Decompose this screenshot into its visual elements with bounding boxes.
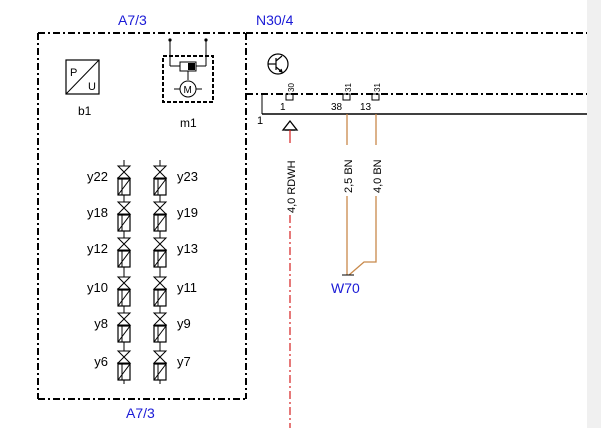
valve-label-left: y8: [94, 316, 108, 331]
valve-label-right: y23: [177, 169, 198, 184]
wire-label-red: 4,0 RDWH: [286, 160, 298, 213]
pin-number-1: 1: [280, 102, 286, 113]
pin-terminal-30: [285, 93, 294, 101]
valve-label-right: y7: [177, 354, 191, 369]
valve-label-left: y10: [87, 280, 108, 295]
valve-label-right: y13: [177, 241, 198, 256]
component-label-b1: b1: [78, 104, 92, 118]
solenoid-valve-right-4: [152, 312, 168, 343]
solenoid-valve-right-5: [152, 350, 168, 381]
wire-label-brown-1: 2,5 BN: [343, 159, 355, 193]
connector-pin-1: 1: [257, 115, 263, 127]
pin-number-38: 38: [331, 102, 343, 113]
pin-label-31a: 31: [344, 83, 353, 92]
module-a7-box: [37, 32, 247, 400]
b1-symbol-p: P: [70, 67, 77, 79]
wire-label-brown-2: 4,0 BN: [372, 159, 384, 193]
valve-bank: y22 y23 y18 y19 y12 y13 y10 y11 y8 y9 y6 y7: [87, 160, 198, 384]
component-label-m1: m1: [180, 116, 197, 130]
solenoid-valve-right-0: [152, 165, 168, 196]
module-label-w70: W70: [331, 280, 360, 296]
solenoid-valve-left-2: [116, 237, 132, 268]
pin-number-13: 13: [360, 102, 372, 113]
pump-motor-m1: M: [162, 38, 214, 103]
valve-label-left: y22: [87, 169, 108, 184]
b1-symbol-u: U: [88, 81, 96, 93]
pin-terminal-31a: [342, 93, 351, 101]
pin-label-30: 30: [287, 83, 296, 92]
connector-socket-icon: [281, 119, 299, 131]
valve-label-left: y12: [87, 241, 108, 256]
module-label-a7-bottom: A7/3: [126, 405, 155, 421]
valve-label-right: y9: [177, 316, 191, 331]
solenoid-valve-right-1: [152, 201, 168, 232]
module-label-n30: N30/4: [256, 12, 294, 28]
pin-label-31b: 31: [373, 83, 382, 92]
solenoid-valve-left-1: [116, 201, 132, 232]
ground-terminal-icon: [267, 53, 289, 75]
solenoid-valve-right-2: [152, 237, 168, 268]
pressure-sensor-b1: P U: [65, 59, 100, 95]
vertical-scrollbar[interactable]: [587, 0, 601, 428]
module-label-a7-top: A7/3: [118, 12, 147, 28]
pin-terminal-31b: [371, 93, 380, 101]
solenoid-valve-left-4: [116, 312, 132, 343]
valve-label-right: y19: [177, 205, 198, 220]
valve-label-left: y6: [94, 354, 108, 369]
solenoid-valve-right-3: [152, 276, 168, 307]
solenoid-valve-left-5: [116, 350, 132, 381]
m1-motor-symbol: M: [184, 85, 192, 96]
wire-brown-2: [348, 114, 377, 276]
solenoid-valve-left-3: [116, 276, 132, 307]
solenoid-valve-left-0: [116, 165, 132, 196]
valve-label-left: y18: [87, 205, 108, 220]
module-n30-border: [246, 32, 588, 95]
valve-label-right: y11: [177, 280, 197, 295]
